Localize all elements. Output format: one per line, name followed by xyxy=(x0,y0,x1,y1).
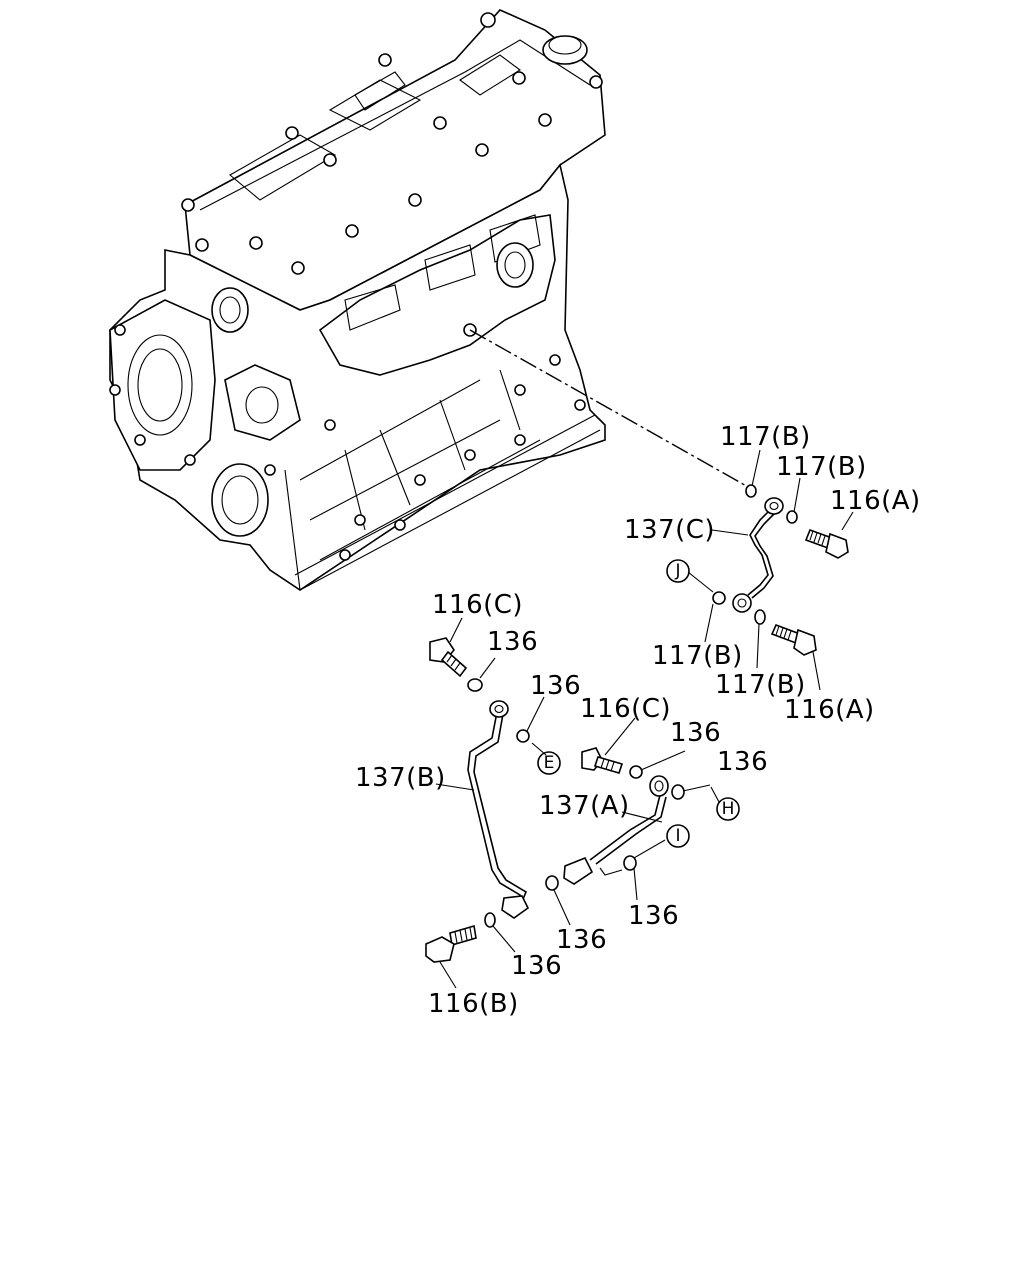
ref-h-label: H xyxy=(722,799,735,819)
pipe-137a xyxy=(589,794,661,861)
pipe-137c-group xyxy=(712,484,849,656)
callout-116c-1: 116(C) xyxy=(432,590,523,620)
washer-117b-4 xyxy=(754,609,766,625)
pipe-137c xyxy=(747,507,773,596)
washer-117b-1 xyxy=(745,484,757,498)
bolt-116a-1 xyxy=(804,528,849,559)
ref-j-label: J xyxy=(674,561,680,581)
callout-136-6: 136 xyxy=(556,925,607,955)
bolt-116a-2 xyxy=(770,623,817,656)
washer-136-7 xyxy=(484,912,496,928)
callout-117b-1: 117(B) xyxy=(720,422,811,452)
washer-117b-2 xyxy=(786,510,798,524)
ref-i-label: I xyxy=(675,826,680,846)
callout-116a-2: 116(A) xyxy=(784,695,875,725)
ref-e-label: E xyxy=(544,753,555,773)
ref-j: J xyxy=(666,559,690,583)
leader-dashdot xyxy=(469,329,751,489)
washer-136-6 xyxy=(545,875,559,891)
ref-i: I xyxy=(666,824,690,848)
callout-116b: 116(B) xyxy=(428,989,519,1019)
callout-117b-3: 117(B) xyxy=(652,641,743,671)
leader-lines xyxy=(435,449,854,989)
bolt-116c-1 xyxy=(429,637,468,678)
callout-137b: 137(B) xyxy=(355,763,446,793)
engine-block-illustration xyxy=(109,9,606,591)
callout-117b-2: 117(B) xyxy=(776,452,867,482)
callout-117b-4: 117(B) xyxy=(715,670,806,700)
washer-136-3 xyxy=(629,765,643,779)
bolt-116c-2 xyxy=(581,747,624,774)
ref-e: E xyxy=(537,751,561,775)
callout-136-3: 136 xyxy=(670,718,721,748)
bolt-116b xyxy=(425,924,477,963)
callout-136-5: 136 xyxy=(628,901,679,931)
callout-137a: 137(A) xyxy=(539,791,630,821)
pipe-137b-group xyxy=(425,637,559,963)
callout-136-4: 136 xyxy=(717,747,768,777)
ref-h: H xyxy=(716,797,740,821)
washer-136-4 xyxy=(671,784,685,800)
washer-117b-3 xyxy=(712,591,726,605)
callout-136-1: 136 xyxy=(487,627,538,657)
callout-136-2: 136 xyxy=(530,671,581,701)
callout-136-7: 136 xyxy=(511,951,562,981)
callout-137c: 137(C) xyxy=(624,515,715,545)
callout-116c-2: 116(C) xyxy=(580,694,671,724)
washer-136-5 xyxy=(623,855,637,871)
pipe-137b xyxy=(467,711,522,906)
washer-136-1 xyxy=(467,678,483,692)
callout-116a-1: 116(A) xyxy=(830,486,921,516)
pipe-137a-group xyxy=(563,747,685,885)
washer-136-2 xyxy=(516,729,530,743)
